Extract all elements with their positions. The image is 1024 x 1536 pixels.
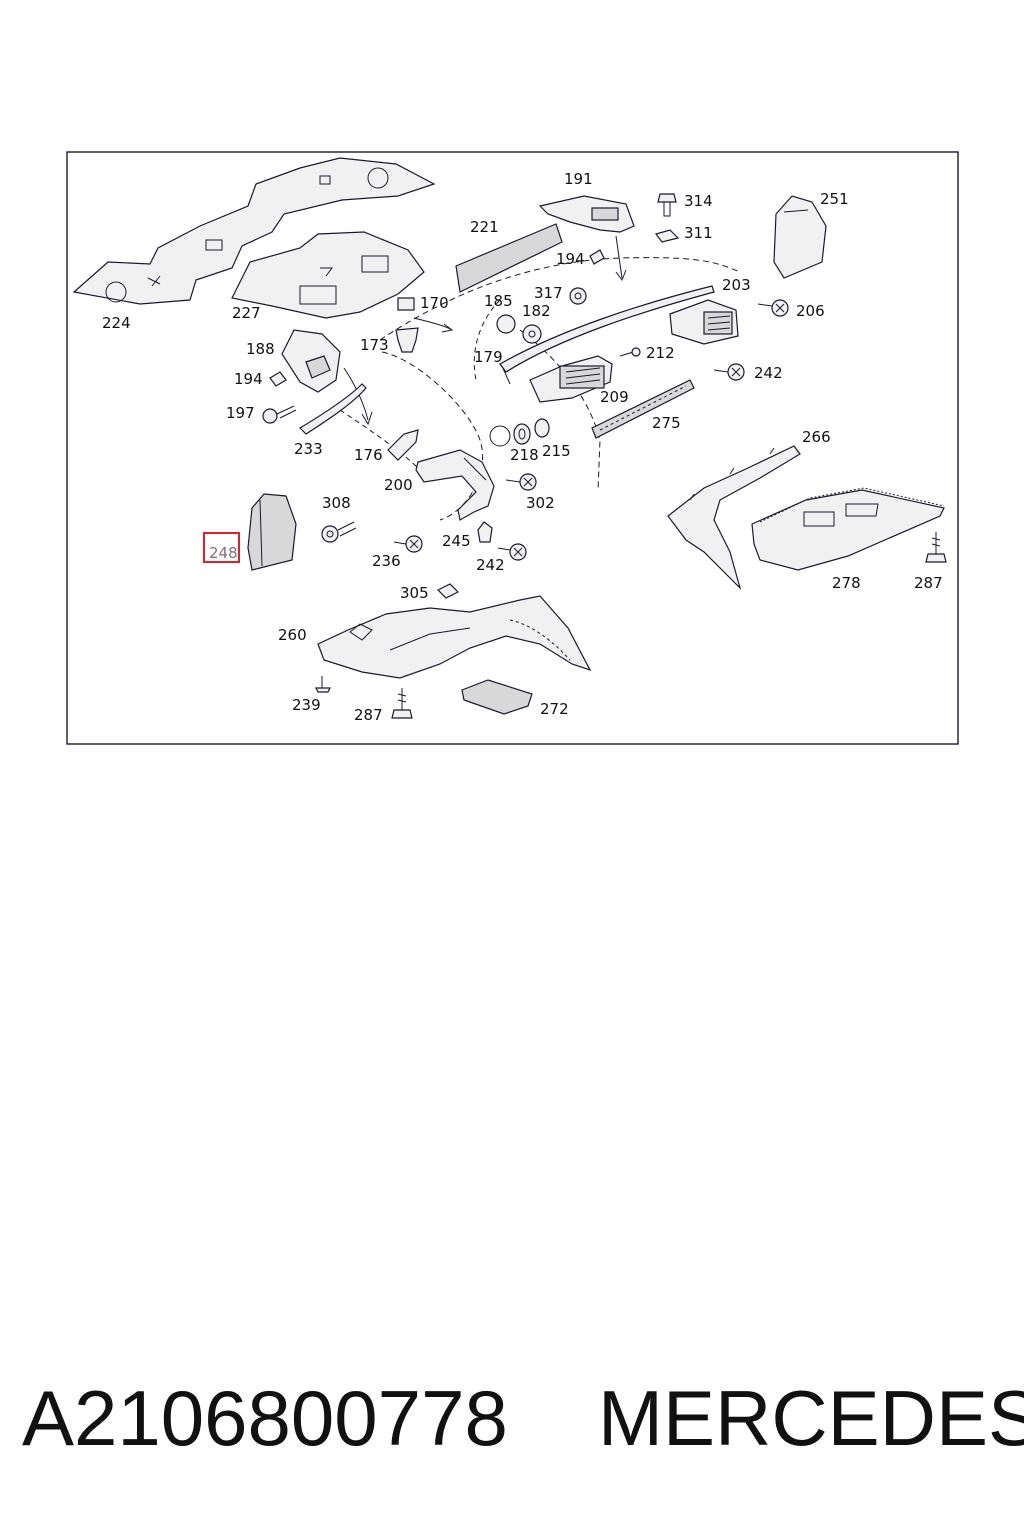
label-233: 233	[294, 440, 323, 458]
label-242-b: 242	[476, 556, 505, 574]
part-209-center-vent[interactable]	[529, 355, 613, 403]
label-245: 245	[442, 532, 471, 550]
label-206: 206	[796, 302, 825, 320]
part-266-glovebox-frame[interactable]	[667, 445, 801, 591]
label-173: 173	[360, 336, 389, 354]
label-194-a: 194	[556, 250, 585, 268]
part-170-clip[interactable]	[397, 297, 454, 333]
part-185-grommet[interactable]	[496, 314, 516, 334]
label-239: 239	[292, 696, 321, 714]
part-287-screw-a[interactable]	[925, 532, 947, 563]
part-179-trim-strip[interactable]	[499, 285, 715, 385]
label-212: 212	[646, 344, 675, 362]
label-278: 278	[832, 574, 861, 592]
label-251: 251	[820, 190, 849, 208]
part-236-screw[interactable]	[393, 535, 423, 553]
label-170: 170	[420, 294, 449, 312]
part-311-clip[interactable]	[654, 229, 680, 243]
part-308-screw[interactable]	[321, 521, 357, 543]
label-266: 266	[802, 428, 831, 446]
part-206-screw[interactable]	[757, 299, 789, 317]
label-200: 200	[384, 476, 413, 494]
part-200-bracket[interactable]	[415, 449, 495, 521]
part-203-vent-outlet[interactable]	[669, 299, 739, 345]
label-260: 260	[278, 626, 307, 644]
part-176-trim[interactable]	[387, 429, 419, 461]
part-218-switch[interactable]	[513, 423, 531, 445]
part-314-screw[interactable]	[657, 193, 677, 217]
part-305-clip[interactable]	[436, 583, 460, 599]
part-239-pin[interactable]	[315, 676, 331, 693]
part-215-switch[interactable]	[534, 418, 550, 438]
label-302: 302	[526, 494, 555, 512]
label-314: 314	[684, 192, 713, 210]
part-194-clip-a[interactable]	[589, 249, 605, 265]
label-227: 227	[232, 304, 261, 322]
parts-diagram: 224 227 221 191 314 311 251 194 317 185 …	[66, 151, 959, 745]
label-191: 191	[564, 170, 593, 188]
part-194-clip-b[interactable]	[269, 371, 287, 387]
part-number-caption: A2106800778	[22, 1374, 508, 1462]
part-278-glovebox[interactable]	[751, 487, 945, 571]
label-179: 179	[474, 348, 503, 366]
part-191-cover[interactable]	[538, 195, 635, 282]
part-251-side-panel[interactable]	[773, 195, 827, 279]
label-209: 209	[600, 388, 629, 406]
label-176: 176	[354, 446, 383, 464]
label-308: 308	[322, 494, 351, 512]
part-221-strip[interactable]	[455, 223, 563, 293]
label-287-a: 287	[914, 574, 943, 592]
part-212-screw[interactable]	[619, 347, 641, 357]
label-317: 317	[534, 284, 563, 302]
label-221: 221	[470, 218, 499, 236]
label-287-b: 287	[354, 706, 383, 724]
part-260-lower-cover[interactable]	[317, 595, 592, 679]
part-227-insulation[interactable]	[231, 231, 425, 319]
label-224: 224	[102, 314, 131, 332]
part-242-screw-a[interactable]	[713, 363, 745, 381]
part-248-cover[interactable]	[247, 493, 297, 571]
highlight-box-248	[203, 532, 240, 563]
label-185: 185	[484, 292, 513, 310]
label-275: 275	[652, 414, 681, 432]
label-248: 248	[209, 544, 238, 562]
label-194-b: 194	[234, 370, 263, 388]
label-215: 215	[542, 442, 571, 460]
brand-caption: MERCEDES	[598, 1374, 1024, 1462]
part-287-screw-b[interactable]	[391, 688, 413, 719]
part-233-seal-strip[interactable]	[299, 383, 367, 435]
part-224-insulation-mat[interactable]	[72, 157, 436, 305]
label-236: 236	[372, 552, 401, 570]
label-218: 218	[510, 446, 539, 464]
label-197: 197	[226, 404, 255, 422]
part-302-screw[interactable]	[505, 473, 537, 491]
label-272: 272	[540, 700, 569, 718]
label-311: 311	[684, 224, 713, 242]
part-272-cover-plate[interactable]	[461, 679, 533, 715]
label-305: 305	[400, 584, 429, 602]
label-188: 188	[246, 340, 275, 358]
part-197-screw[interactable]	[262, 405, 297, 424]
part-275-strip[interactable]	[591, 379, 695, 439]
part-173-clip[interactable]	[395, 327, 419, 353]
part-182-washer[interactable]	[522, 324, 542, 344]
label-242-a: 242	[754, 364, 783, 382]
part-245-clip[interactable]	[477, 521, 493, 543]
part-317-nut[interactable]	[569, 287, 587, 305]
label-203: 203	[722, 276, 751, 294]
label-182: 182	[522, 302, 551, 320]
part-242-screw-b[interactable]	[497, 543, 527, 561]
part-188-vent-housing[interactable]	[281, 329, 373, 426]
